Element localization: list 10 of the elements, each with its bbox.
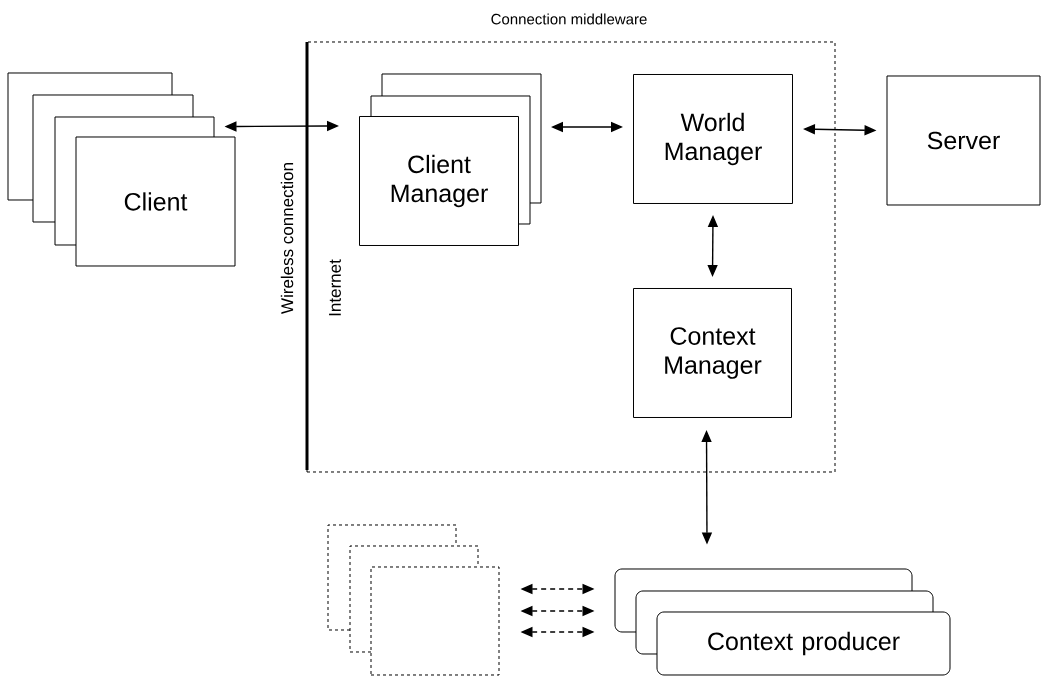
rotated-label: Wireless connection [280,163,294,314]
rotated-label: Internet [329,259,341,316]
stacked-boxes [327,524,500,676]
frame-heading: Connection middleware [491,13,647,25]
process-box: Context Manager [633,288,792,418]
stacked-boxes: Client [7,72,236,267]
process-box: World Manager [633,74,793,204]
stacked-boxes: Client Manager [359,73,542,246]
process-box: Server [886,75,1041,206]
stacked-boxes: Context producer [614,568,951,676]
